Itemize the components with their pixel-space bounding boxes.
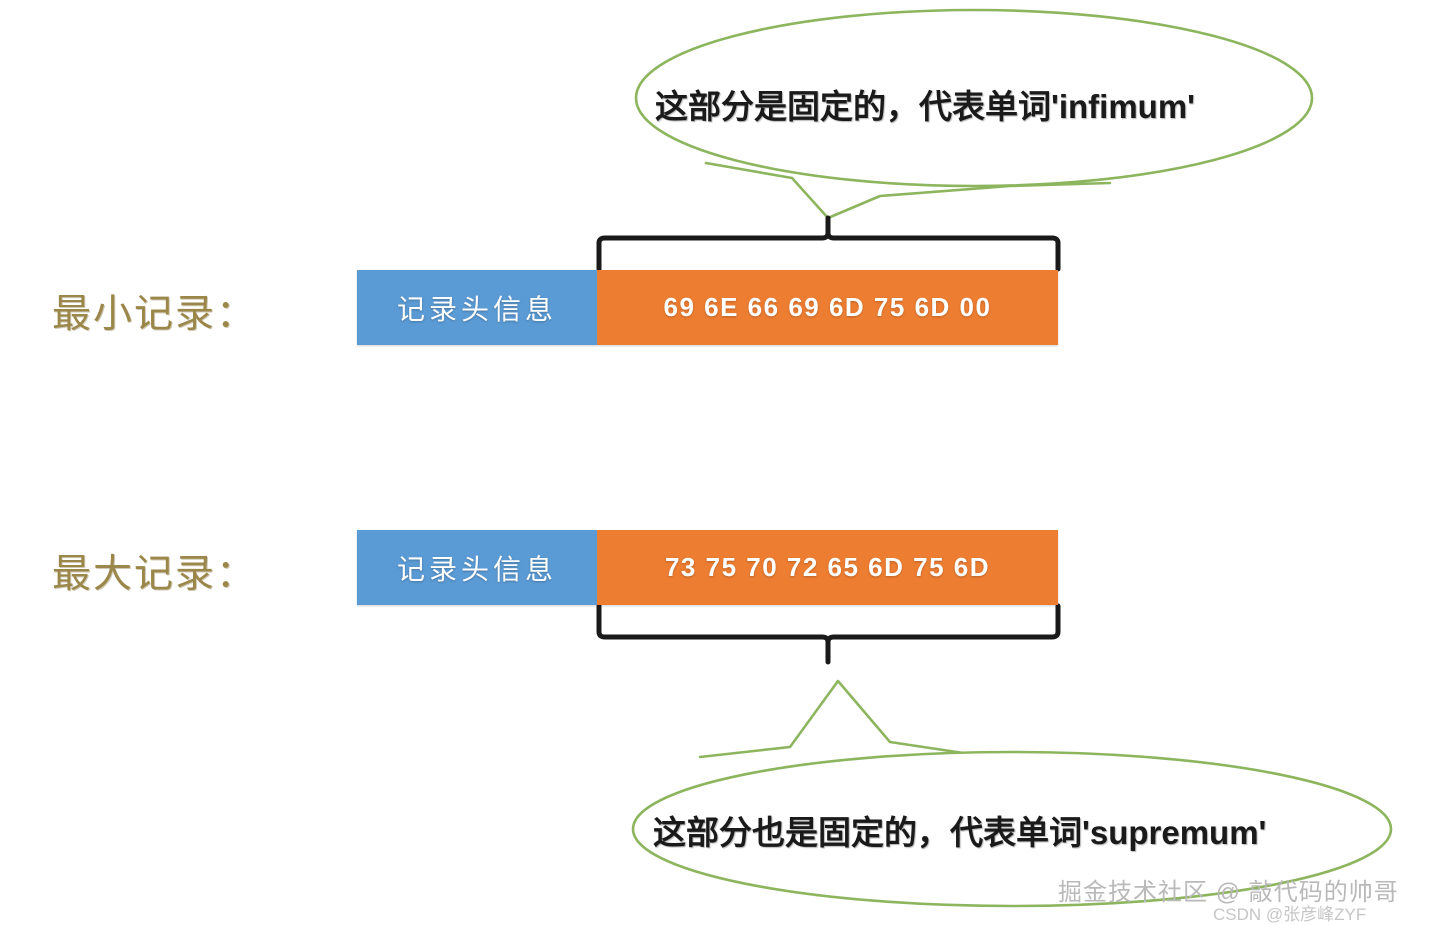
callout-label-supremum: 这部分也是固定的，代表单词'supremum' (653, 814, 1267, 851)
record-header-cell-min: 记录头信息 (357, 270, 597, 345)
record-bytes-cell-min: 69 6E 66 69 6D 75 6D 00 (597, 270, 1058, 345)
record-bar-max: 记录头信息 73 75 70 72 65 6D 75 6D (357, 530, 1058, 605)
brace-bottom-path (596, 603, 1061, 645)
watermark-primary: 掘金技术社区 @ 敲代码的帅哥 (1058, 879, 1399, 906)
record-header-cell-max: 记录头信息 (357, 530, 597, 605)
record-bytes-cell-max: 73 75 70 72 65 6D 75 6D (597, 530, 1058, 605)
record-bar-min: 记录头信息 69 6E 66 69 6D 75 6D 00 (357, 270, 1058, 345)
callout-label-infimum: 这部分是固定的，代表单词'infimum' (655, 88, 1196, 125)
row-label-min-record: 最小记录： (52, 293, 258, 336)
callout-top-tail (704, 161, 1112, 220)
row-label-max-record: 最大记录： (52, 553, 258, 596)
brace-bottom-group (596, 603, 1061, 665)
callout-bottom-tail (698, 679, 1062, 759)
brace-top-group (596, 215, 1061, 272)
watermark-secondary: CSDN @张彦峰ZYF (1213, 905, 1367, 924)
brace-top-path (596, 230, 1061, 272)
